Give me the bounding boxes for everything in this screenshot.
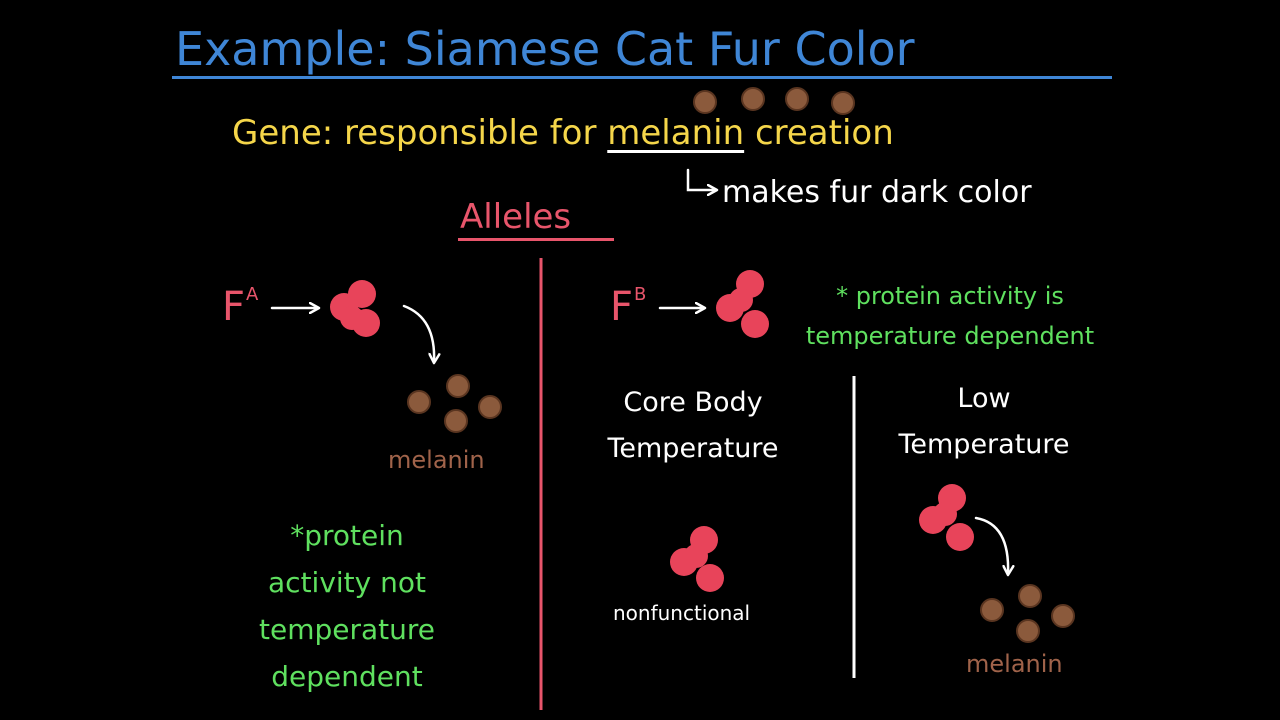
low-temperature-protein [919,484,974,551]
protein-blob [946,523,974,551]
melanin-dot [1051,604,1075,628]
core-heading-line-2: Temperature [607,433,779,464]
low-temperature-melanin-dots [980,584,1075,643]
melanin-dot [446,374,470,398]
allele-a-melanin-dots [407,374,502,433]
allele-b-protein [716,270,769,338]
protein-blob [348,280,376,308]
melanin-dots-header [693,87,855,115]
allele-a-note-line-3: temperature [259,613,435,646]
melanin-dot [785,87,809,111]
melanin-dot [407,390,431,414]
curved-arrow-icon [402,304,434,362]
allele-a-note-line-4: dependent [271,660,423,693]
core-heading-line-1: Core Body [623,387,763,418]
core-temperature-protein [670,526,724,592]
low-temperature-heading: Low Temperature [870,376,1098,468]
allele-a-note: *protein activity not temperature depend… [222,512,472,700]
title-underline [172,76,1112,79]
alleles-underline [458,238,614,241]
protein-blob [696,564,724,592]
core-temperature-heading: Core Body Temperature [580,380,806,472]
allele-a-protein [330,280,380,337]
melanin-dot [478,395,502,419]
allele-b-note: * protein activity is temperature depend… [780,276,1120,356]
melanin-dot [693,90,717,114]
melanin-dot [831,91,855,115]
protein-blob [729,288,753,312]
allele-a-letter: F [222,284,246,330]
protein-blob [933,502,957,526]
allele-b-note-line-1: * protein activity is [836,282,1064,310]
melanin-dot [1018,584,1042,608]
melanin-dot [1016,619,1040,643]
melanin-dot [741,87,765,111]
protein-blob [340,306,364,330]
low-heading-line-1: Low [957,383,1011,414]
melanin-dot [980,598,1004,622]
page-title: Example: Siamese Cat Fur Color [175,22,915,76]
melanin-note: makes fur dark color [722,175,1032,210]
gene-keyword-melanin: melanin [607,113,745,153]
allele-b-superscript: B [634,284,647,305]
allele-b-note-line-2: temperature dependent [805,322,1095,350]
alleles-heading: Alleles [460,197,572,237]
allele-a-superscript: A [246,284,259,305]
gene-suffix: creation [744,113,894,153]
low-heading-line-2: Temperature [898,429,1070,460]
nonfunctional-label: nonfunctional [613,601,751,625]
allele-b-letter: F [610,284,634,330]
curved-arrow-icon [974,516,1008,574]
hook-arrow-icon [686,168,716,190]
allele-a-symbol: FA [222,284,259,330]
allele-a-note-line-1: *protein [290,519,404,552]
allele-a-melanin-label: melanin [388,446,485,474]
allele-a-note-line-2: activity not [268,566,426,599]
low-temperature-melanin-label: melanin [966,650,1063,678]
gene-description: Gene: responsible for melanin creation [232,116,894,150]
protein-blob [741,310,769,338]
melanin-dot [444,409,468,433]
allele-b-symbol: FB [610,284,647,330]
gene-prefix: Gene: responsible for [232,113,608,153]
protein-blob [684,544,708,568]
